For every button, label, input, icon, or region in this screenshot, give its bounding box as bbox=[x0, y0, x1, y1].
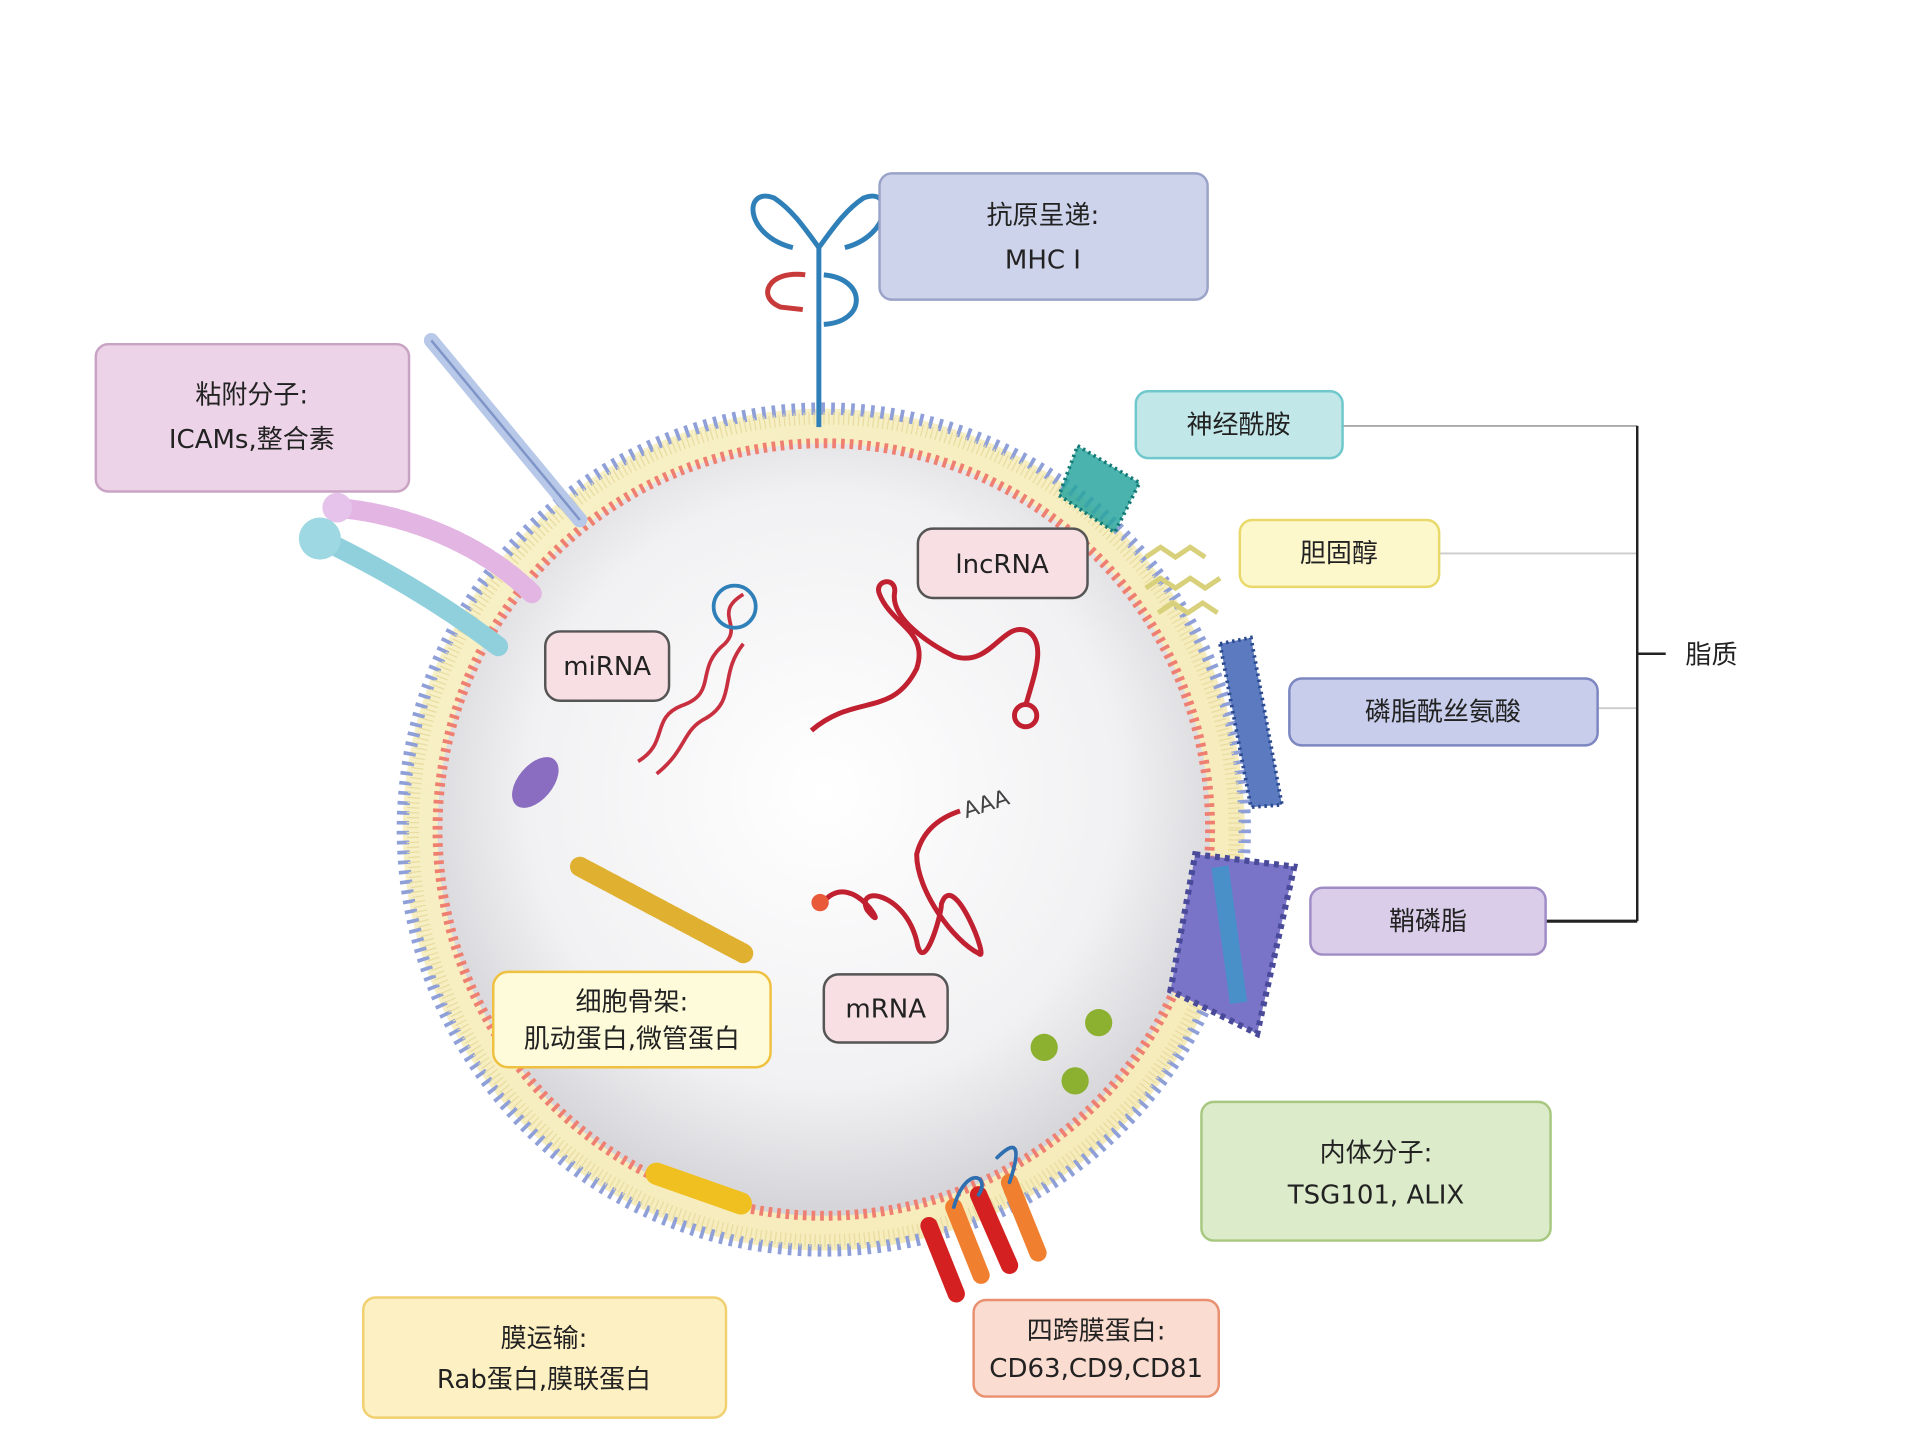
mirna-strand-icon bbox=[637, 592, 745, 776]
mhc-i-protein-icon bbox=[750, 193, 887, 428]
phosphatidylserine-label: 磷脂酰丝氨酸 bbox=[1288, 677, 1599, 747]
ceramide-label: 神经酰胺 bbox=[1134, 390, 1344, 460]
label-line: CD63,CD9,CD81 bbox=[989, 1354, 1203, 1384]
ceramide-lipid-icon bbox=[1056, 442, 1142, 536]
label-line: 磷脂酰丝氨酸 bbox=[1365, 698, 1521, 728]
mrna-strand-icon bbox=[821, 808, 984, 957]
label-line: 胆固醇 bbox=[1300, 539, 1378, 569]
mrna-label: mRNA bbox=[822, 973, 949, 1044]
membrane-transport-label: 膜运输: Rab蛋白,膜联蛋白 bbox=[362, 1296, 728, 1419]
label-line: lncRNA bbox=[955, 550, 1049, 580]
lncrna-label: lncRNA bbox=[916, 527, 1089, 600]
lncrna-loop-icon bbox=[1011, 702, 1040, 730]
tetraspanin-protein-icon bbox=[920, 1145, 1047, 1303]
label-line: 抗原呈递: bbox=[987, 201, 1100, 231]
label-line: 神经酰胺 bbox=[1187, 410, 1291, 440]
vesicle-protein-icon bbox=[512, 757, 559, 808]
membrane-transport-protein-icon bbox=[645, 1162, 752, 1215]
label-line: ICAMs,整合素 bbox=[169, 425, 335, 455]
label-line: 鞘磷脂 bbox=[1389, 907, 1467, 937]
lipid-label: 脂质 bbox=[1686, 641, 1738, 671]
mirna-label: miRNA bbox=[544, 630, 671, 702]
sphingomyelin-label: 鞘磷脂 bbox=[1309, 886, 1547, 956]
adhesion-molecule-icon bbox=[298, 333, 588, 657]
cholesterol-label: 胆固醇 bbox=[1238, 518, 1441, 589]
cytoskeleton-label: 细胞骨架: 肌动蛋白,微管蛋白 bbox=[492, 970, 772, 1069]
label-line: mRNA bbox=[845, 995, 926, 1025]
lipid-bracket bbox=[1342, 424, 1666, 923]
label-line: 膜运输: bbox=[501, 1324, 588, 1354]
label-line: 肌动蛋白,微管蛋白 bbox=[524, 1024, 740, 1054]
mrna-cap-icon bbox=[811, 893, 829, 912]
antigen-presentation-label: 抗原呈递: MHC I bbox=[878, 172, 1209, 301]
cholesterol-lipid-icon bbox=[1144, 544, 1222, 616]
actin-filament-icon bbox=[570, 856, 754, 964]
endosomal-molecule-label: 内体分子: TSG101, ALIX bbox=[1200, 1100, 1552, 1242]
phosphatidylserine-lipid-icon bbox=[1217, 635, 1285, 810]
lncrna-strand-icon bbox=[809, 579, 1041, 733]
label-line: Rab蛋白,膜联蛋白 bbox=[437, 1365, 651, 1395]
adhesion-molecule-label: 粘附分子: ICAMs,整合素 bbox=[94, 342, 411, 493]
vesicle-membrane bbox=[396, 402, 1251, 1257]
tetraspanin-label: 四跨膜蛋白: CD63,CD9,CD81 bbox=[972, 1298, 1220, 1398]
label-line: MHC I bbox=[1005, 246, 1081, 276]
endosomal-molecule-icon bbox=[1030, 1009, 1113, 1095]
label-line: 粘附分子: bbox=[195, 381, 308, 411]
label-line: 内体分子: bbox=[1320, 1138, 1433, 1168]
label-line: miRNA bbox=[563, 652, 651, 682]
sphingomyelin-lipid-icon bbox=[1167, 850, 1299, 1039]
label-line: 四跨膜蛋白: bbox=[1027, 1317, 1166, 1347]
label-line: 细胞骨架: bbox=[576, 987, 689, 1017]
label-line: TSG101, ALIX bbox=[1287, 1180, 1464, 1210]
mirna-loop-icon bbox=[711, 583, 758, 630]
